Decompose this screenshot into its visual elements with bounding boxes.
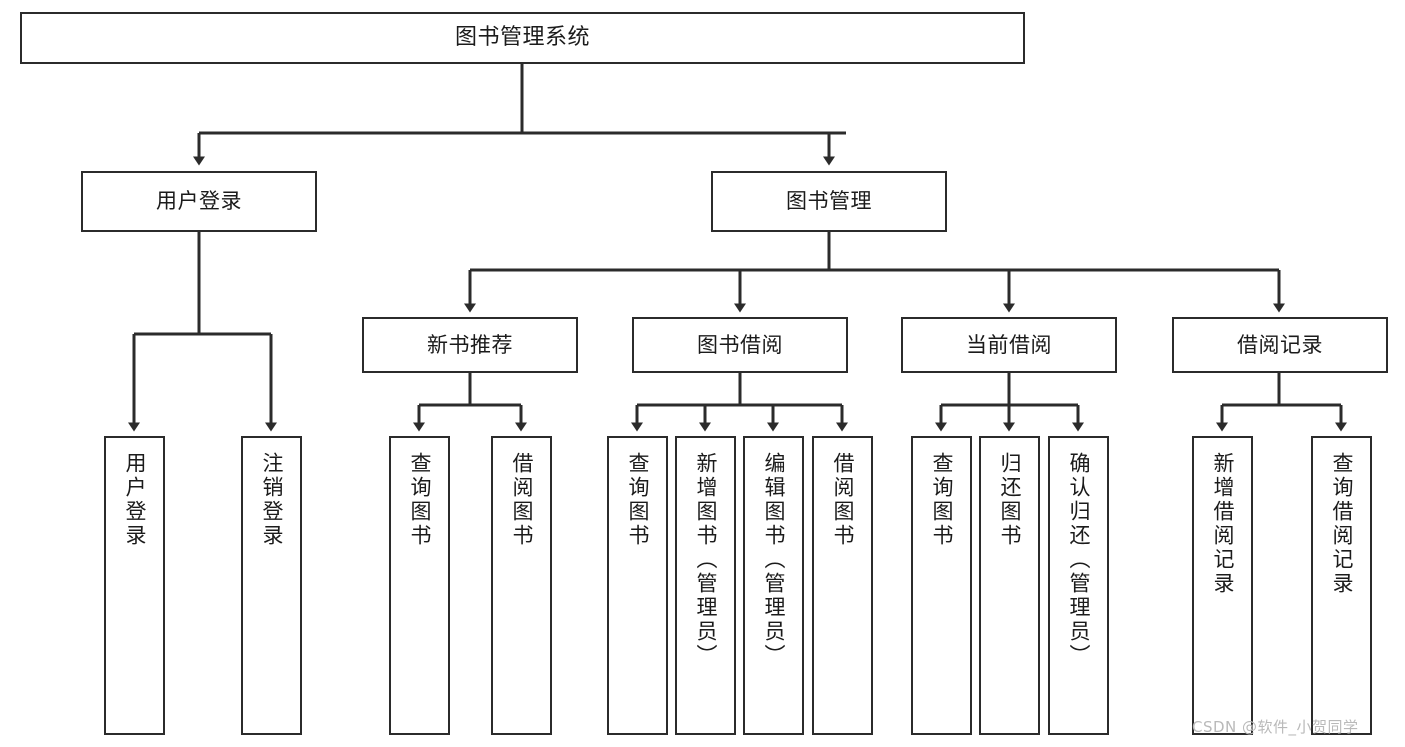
- node-label: 确认归还（管理员）: [1067, 452, 1091, 668]
- node-label: 借阅记录: [1237, 332, 1323, 357]
- node-label: 当前借阅: [966, 332, 1052, 357]
- node-label: 归还图书: [998, 452, 1022, 548]
- node-book-manage[interactable]: 图书管理: [711, 171, 947, 232]
- node-book-borrow[interactable]: 图书借阅: [632, 317, 848, 373]
- node-leaf-return-book[interactable]: 归还图书: [979, 436, 1040, 735]
- node-current-borrow[interactable]: 当前借阅: [901, 317, 1117, 373]
- node-label: 借阅图书: [510, 452, 534, 548]
- node-new-book-recommend[interactable]: 新书推荐: [362, 317, 578, 373]
- node-leaf-borrow-book-1[interactable]: 借阅图书: [491, 436, 552, 735]
- node-label: 注销登录: [260, 452, 284, 548]
- node-user-login[interactable]: 用户登录: [81, 171, 317, 232]
- node-label: 新书推荐: [427, 332, 513, 357]
- node-leaf-confirm-return[interactable]: 确认归还（管理员）: [1048, 436, 1109, 735]
- node-leaf-borrow-book-2[interactable]: 借阅图书: [812, 436, 873, 735]
- node-leaf-edit-book[interactable]: 编辑图书（管理员）: [743, 436, 804, 735]
- node-label: 查询图书: [626, 452, 650, 548]
- node-label: 图书管理: [786, 189, 872, 214]
- node-leaf-query-book-3[interactable]: 查询图书: [911, 436, 972, 735]
- node-label: 用户登录: [123, 452, 147, 548]
- node-leaf-query-book-1[interactable]: 查询图书: [389, 436, 450, 735]
- node-leaf-add-book[interactable]: 新增图书（管理员）: [675, 436, 736, 735]
- node-label: 图书借阅: [697, 332, 783, 357]
- node-label: 新增借阅记录: [1211, 452, 1235, 596]
- node-label: 查询图书: [930, 452, 954, 548]
- node-label: 借阅图书: [831, 452, 855, 548]
- node-leaf-add-record[interactable]: 新增借阅记录: [1192, 436, 1253, 735]
- node-label: 编辑图书（管理员）: [762, 452, 786, 668]
- node-label: 新增图书（管理员）: [694, 452, 718, 668]
- node-root-system[interactable]: 图书管理系统: [20, 12, 1025, 64]
- node-leaf-query-record[interactable]: 查询借阅记录: [1311, 436, 1372, 735]
- node-label: 查询借阅记录: [1330, 452, 1354, 596]
- node-borrow-record[interactable]: 借阅记录: [1172, 317, 1388, 373]
- node-leaf-logout-login[interactable]: 注销登录: [241, 436, 302, 735]
- watermark-text: CSDN @软件_小贺同学: [1192, 718, 1359, 736]
- node-leaf-query-book-2[interactable]: 查询图书: [607, 436, 668, 735]
- node-label: 用户登录: [156, 189, 242, 214]
- node-label: 图书管理系统: [454, 25, 590, 51]
- node-label: 查询图书: [408, 452, 432, 548]
- node-leaf-user-login[interactable]: 用户登录: [104, 436, 165, 735]
